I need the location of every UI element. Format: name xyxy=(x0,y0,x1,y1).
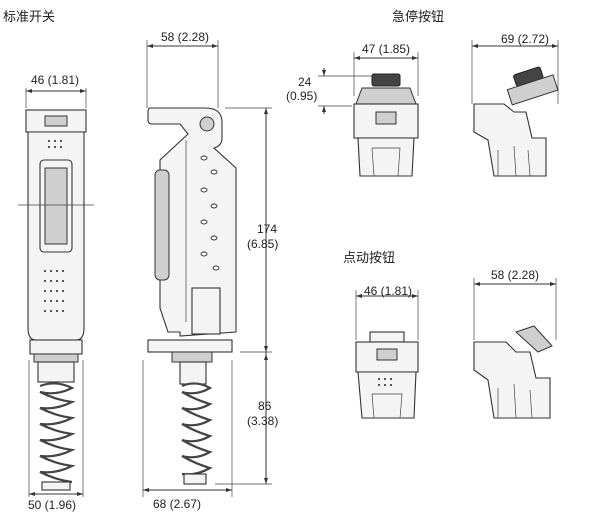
title-emergency-stop: 急停按钮 xyxy=(392,9,444,25)
dim-height-lower-in: (3.38) xyxy=(247,414,278,428)
jog-side-view xyxy=(473,278,557,419)
dim-height-main-in: (6.85) xyxy=(247,237,278,251)
estop-side-view xyxy=(471,40,559,177)
title-jog-button: 点动按钮 xyxy=(343,251,395,266)
side-view-handle xyxy=(142,40,272,497)
dim-std-bottom-width: 50 (1.96) xyxy=(28,498,76,512)
dim-side-top-width: 58 (2.28) xyxy=(161,30,209,44)
dim-side-bottom-width: 68 (2.67) xyxy=(153,497,201,511)
jog-front-view xyxy=(355,290,419,419)
title-standard-switch: 标准开关 xyxy=(3,10,55,25)
dim-estop-side-width: 69 (2.72) xyxy=(501,32,549,46)
dim-estop-front-width: 47 (1.85) xyxy=(362,42,410,56)
dim-jog-side-width: 58 (2.28) xyxy=(491,268,539,282)
dim-std-top-width: 46 (1.81) xyxy=(31,73,79,87)
dim-estop-height-in: (0.95) xyxy=(286,89,317,103)
dim-height-lower-mm: 86 xyxy=(258,399,272,413)
dim-height-main-mm: 174 xyxy=(257,222,277,236)
estop-front-view xyxy=(318,52,419,177)
dim-jog-front-width: 46 (1.81) xyxy=(364,284,412,298)
front-view-handle xyxy=(18,88,94,497)
dim-estop-height-mm: 24 xyxy=(298,75,312,89)
